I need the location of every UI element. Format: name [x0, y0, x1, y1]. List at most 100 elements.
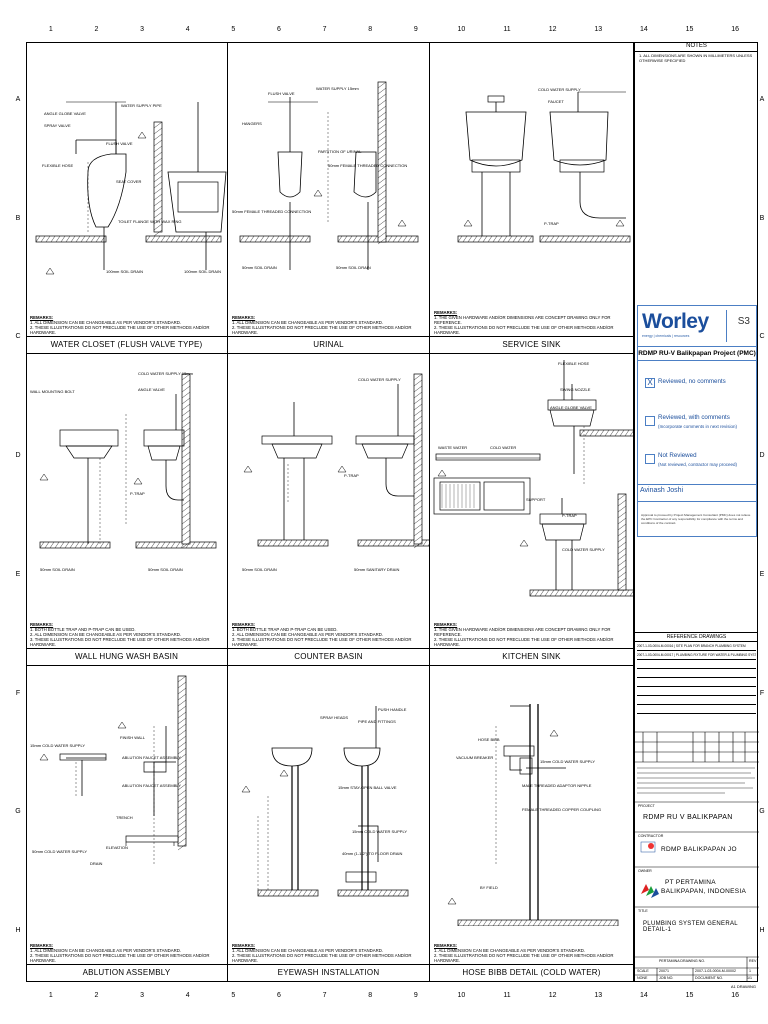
callout-label: VACUUM BREAKER	[456, 755, 494, 760]
review-option-not-reviewed-note: (Not reviewed, contractor may proceed)	[658, 462, 738, 467]
callout-label: HOSE BIBB	[478, 737, 500, 742]
callout-label: P-TRAP	[344, 473, 359, 478]
row-letter: H	[759, 927, 765, 935]
grid-number: 2	[94, 26, 99, 33]
grid-number: 15	[685, 26, 694, 33]
callout-label: HANGERS	[242, 121, 262, 126]
callout-label: DRAIN	[90, 861, 103, 866]
stamp-footnote: Approval to proceed by Project Managemen…	[641, 513, 751, 525]
callout-label: 50mm SANITARY DRAIN	[354, 567, 400, 572]
remarks: REMARKS:1. BOTH BOTTLE TRAP AND P-TRAP C…	[232, 622, 422, 647]
callout-label: 50mm SOIL DRAIN	[242, 265, 277, 270]
callout-label: 100mm SOIL DRAIN	[106, 269, 143, 274]
callout-label: FLUSH VALVE	[106, 141, 133, 146]
callout-label: COLD WATER	[490, 445, 517, 450]
owner-line-2: BALIKPAPAN, INDONESIA	[661, 888, 747, 895]
stamp-project: RDMP RU-V Balikpapan Project (PMC)	[638, 346, 756, 361]
row-letter: F	[759, 689, 765, 697]
reference-row	[637, 696, 756, 705]
callout-label: 100mm SOIL DRAIN	[184, 269, 221, 274]
detail-drawing	[457, 91, 631, 243]
grid-number: 5	[231, 992, 236, 999]
row-letter: E	[759, 570, 765, 578]
remarks-heading: REMARKS:	[232, 622, 256, 627]
detail-caption: EYEWASH INSTALLATION	[228, 964, 429, 981]
callout-label: 50mm FEMALE THREADED CONNECTION	[328, 163, 408, 168]
callout-label: PARTITION OF URINAL	[318, 149, 362, 154]
row-letter: D	[759, 452, 765, 460]
callout-label: 50mm FEMALE THREADED CONNECTION	[232, 209, 312, 214]
grid-number: 1	[48, 992, 53, 999]
reference-row	[637, 687, 756, 696]
review-checkbox-no-comments[interactable]: X	[645, 378, 655, 388]
remark-line: 2. THESE ILLUSTRATIONS DO NOT PRECLUDE T…	[232, 953, 412, 963]
notes-heading: NOTES	[635, 42, 758, 52]
callout-label: ELEVATION	[106, 845, 128, 850]
detail-drawing	[241, 706, 409, 897]
detail-drawing	[39, 675, 187, 866]
grid-number: 3	[140, 992, 145, 999]
detail-caption: URINAL	[228, 336, 429, 353]
grid-number: 1	[48, 26, 53, 33]
remarks: REMARKS:1. THE GIVEN HARDWARE AND/OR DIM…	[434, 310, 624, 335]
detail-caption: SERVICE SINK	[430, 336, 633, 353]
reference-row: 2007-1-03-0004-M-00017 | PLUMBING FIXTUR…	[637, 651, 756, 660]
grid-number: 10	[457, 26, 466, 33]
callout-label: 15mm COLD WATER SUPPLY	[540, 759, 596, 764]
callout-label: P-TRAP	[130, 491, 145, 496]
callout-label: 50mm COLD WATER SUPPLY	[32, 849, 88, 854]
grid-number: 7	[322, 992, 327, 999]
row-letter: D	[15, 452, 21, 460]
callout-label: ABLUTION FAUCET ASSEMBLY	[122, 755, 181, 760]
remarks-heading: REMARKS:	[434, 622, 458, 627]
owner-line-1: PT PERTAMINA	[665, 879, 716, 886]
remarks-heading: REMARKS:	[232, 315, 256, 320]
worley-logo: Worley energy | chemicals | resources	[642, 310, 727, 342]
remark-line: 1. ALL DIMENSION CAN BE CHANGEABLE AS PE…	[232, 948, 384, 953]
grid-number: 8	[368, 992, 373, 999]
grid-number: 9	[413, 26, 418, 33]
detail-caption: KITCHEN SINK	[430, 648, 633, 665]
callout-label: FEMALE THREADED COPPER COUPLING	[522, 807, 602, 812]
grid-number: 4	[185, 992, 190, 999]
grid-number: 11	[503, 26, 511, 33]
grid-number: 12	[548, 26, 557, 33]
reference-row	[637, 660, 756, 669]
callout-label: TOILET FLANGE WITH WAX RING	[118, 219, 182, 224]
row-letter: G	[15, 808, 21, 816]
remark-line: 1. THE GIVEN HARDWARE AND/OR DIMENSIONS …	[434, 315, 611, 325]
callout-label: SPRAY VALVE	[44, 123, 71, 128]
callout-label: FLEXIBLE HOSE	[558, 361, 590, 366]
callout-label: FINISH WALL	[120, 735, 145, 740]
grid-number: 15	[685, 992, 694, 999]
callout-label: BY FIELD	[480, 885, 498, 890]
contractor-name: RDMP BALIKPAPAN JO	[661, 846, 737, 853]
callout-label: SPRAY HEADS	[320, 715, 349, 720]
job-number: 20071	[659, 969, 669, 973]
remark-line: 2. THESE ILLUSTRATIONS DO NOT PRECLUDE T…	[232, 325, 412, 335]
grid-number: 13	[594, 26, 603, 33]
remarks: REMARKS:1. BOTH BOTTLE TRAP AND P-TRAP C…	[30, 622, 220, 647]
grid-number: 9	[413, 992, 418, 999]
review-checkbox-not-reviewed[interactable]	[645, 454, 655, 464]
row-letter: C	[759, 333, 765, 341]
callout-label: FAUCET	[548, 99, 564, 104]
callout-label: WASTE WATER	[438, 445, 468, 450]
sheet-number: 1/1	[747, 976, 752, 980]
review-checkbox-with-comments[interactable]	[645, 416, 655, 426]
remarks: REMARKS:1. ALL DIMENSION CAN BE CHANGEAB…	[434, 943, 624, 963]
remark-line: 1. THE GIVEN HARDWARE AND/OR DIMENSIONS …	[434, 627, 611, 637]
remark-line: 3. THESE ILLUSTRATIONS DO NOT PRECLUDE T…	[232, 637, 412, 647]
grid-number: 7	[322, 26, 327, 33]
remarks-heading: REMARKS:	[232, 943, 256, 948]
remarks: REMARKS:1. ALL DIMENSION CAN BE CHANGEAB…	[30, 315, 220, 335]
remarks: REMARKS:1. ALL DIMENSION CAN BE CHANGEAB…	[232, 315, 422, 335]
reference-row	[637, 678, 756, 687]
